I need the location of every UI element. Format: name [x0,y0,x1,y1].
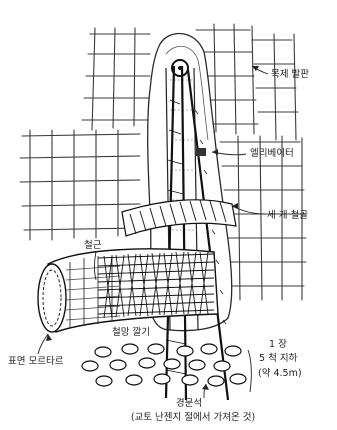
label-surface-mortar: 표면 모르타르 [8,356,64,367]
label-wooden-scaffold: 목제 발판 [271,69,309,80]
label-depth-line3: (약 4.5m) [258,367,302,379]
label-depth-line2: 5 척 지하 [259,352,298,364]
label-depth-line1: 1 장 [269,339,287,350]
elevator-car [196,148,206,156]
label-wire-mesh: 철망 깔기 [112,326,150,338]
label-elevator: 엘리베이터 [250,148,294,159]
caption-title: 경문석 [176,397,202,409]
caption-subtitle: (교토 난젠지 절에서 가져온 것) [131,411,255,423]
label-rebar: 철근 [84,240,102,251]
label-three-steel-beams: 세 개 철골 [267,210,308,221]
